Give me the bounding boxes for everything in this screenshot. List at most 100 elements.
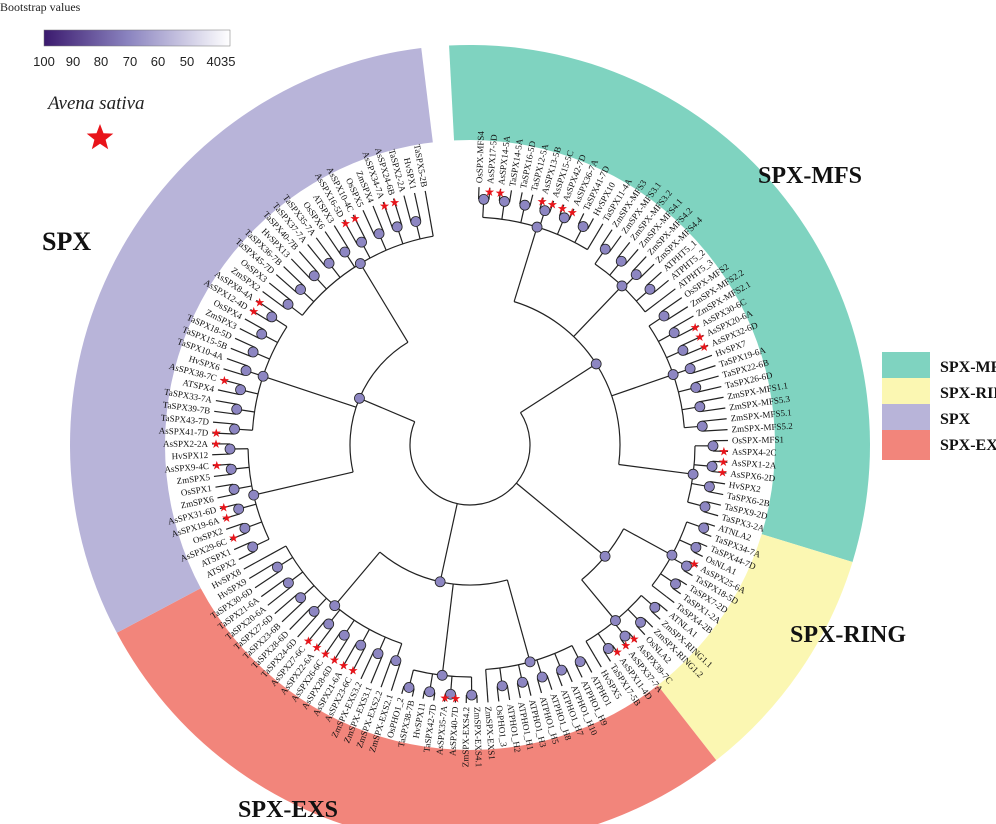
bootstrap-node: [373, 228, 385, 240]
avena-star-icon: ★: [689, 557, 700, 571]
avena-star-icon: ★: [699, 340, 710, 354]
bootstrap-node: [372, 648, 384, 660]
leaf-label: HvSPX12: [172, 450, 209, 461]
bootstrap-node: [690, 382, 702, 393]
bootstrap-node: [524, 656, 536, 668]
bootstrap-node: [616, 280, 628, 292]
bootstrap-node: [703, 481, 715, 493]
bootstrap-node: [602, 643, 614, 654]
bootstrap-node: [694, 401, 706, 413]
bootstrap-node: [698, 522, 710, 534]
bootstrap-node: [478, 193, 490, 205]
avena-star-icon: ★: [254, 296, 265, 310]
bootstrap-node: [224, 443, 236, 455]
bootstrap-tick: 60: [151, 54, 165, 69]
legend-label-spx: SPX: [940, 411, 971, 428]
bootstrap-node: [699, 501, 711, 513]
bootstrap-node: [257, 370, 269, 382]
bootstrap-node: [225, 463, 237, 475]
avena-star-icon: ★: [338, 658, 349, 672]
bootstrap-node: [308, 606, 320, 617]
bootstrap-node: [339, 246, 351, 258]
avena-star-icon: ★: [440, 691, 451, 705]
avena-star-icon: ★: [690, 320, 701, 334]
clade-label-spx-ring: SPX-RING: [790, 622, 906, 648]
avena-star-icon: ★: [221, 511, 232, 525]
clade-legend: SPX-MFS SPX-RING SPX SPX-EXS: [882, 352, 996, 460]
bootstrap-node: [649, 601, 661, 613]
avena-star-icon: ★: [629, 632, 640, 646]
bootstrap-node: [436, 669, 448, 681]
bootstrap-node: [356, 236, 367, 248]
bootstrap-node: [308, 270, 320, 282]
bootstrap-node: [229, 423, 240, 435]
bootstrap-node: [240, 365, 252, 377]
bootstrap-node: [696, 420, 708, 432]
leaf-label: ZmSPX-EXS4.2: [460, 707, 471, 767]
bootstrap-node: [445, 688, 456, 700]
bootstrap-node: [577, 221, 589, 232]
bootstrap-node: [590, 358, 602, 370]
bootstrap-node: [531, 221, 543, 233]
bootstrap-nodes: [224, 193, 719, 701]
bootstrap-node: [635, 616, 646, 628]
avena-star-icon: ★: [211, 458, 222, 472]
bootstrap-node: [670, 578, 681, 590]
bootstrap-tick: 70: [123, 54, 137, 69]
leaf-label: ZmSPX5: [176, 472, 211, 486]
bootstrap-node: [295, 284, 306, 295]
bootstrap-node: [666, 549, 678, 561]
bootstrap-node: [684, 363, 696, 375]
avena-star-icon: ★: [219, 373, 230, 387]
avena-star-icon: ★: [620, 639, 631, 653]
bootstrap-node: [403, 682, 415, 693]
bootstrap-node: [329, 600, 341, 612]
bootstrap-legend-title: Bootstrap values: [0, 0, 81, 14]
leaf-label: AsSPX35-7A: [434, 705, 449, 756]
avena-star-icon: ★: [211, 437, 222, 451]
leaf-label: OsPHO1_3: [494, 705, 509, 748]
avena-star-icon: ★: [718, 455, 729, 469]
bootstrap-node: [424, 686, 436, 698]
bootstrap-node: [247, 346, 259, 358]
avena-star-icon: ★: [320, 647, 331, 661]
avena-star-icon: ★: [350, 212, 361, 226]
bootstrap-node: [233, 503, 245, 515]
leaf-label: AsSPX9-4C: [164, 461, 209, 475]
bootstrap-node: [248, 489, 260, 501]
leaf-label: AsSPX6-2D: [730, 469, 776, 484]
bootstrap-node: [668, 327, 680, 339]
avena-star-icon: ★: [484, 185, 495, 199]
bootstrap-node: [517, 676, 528, 688]
bootstrap-node: [539, 205, 551, 217]
bootstrap-node: [574, 656, 586, 667]
bootstrap-tick: 50: [180, 54, 194, 69]
leaf-label: HvSPX2: [728, 480, 761, 495]
legend-label-spx-mfs: SPX-MFS: [940, 359, 996, 376]
avena-star-icon: ★: [495, 186, 506, 200]
avena-star-icon: ★: [717, 466, 728, 480]
bootstrap-tick: 4035: [207, 54, 236, 69]
bootstrap-colorbar: [43, 29, 231, 47]
leaf-label: OsSPX-MFS4: [474, 130, 486, 183]
bootstrap-node: [256, 328, 268, 340]
bootstrap-node: [599, 243, 611, 255]
bootstrap-tick: 100: [33, 54, 55, 69]
bootstrap-node: [283, 577, 294, 589]
bootstrap-node: [658, 310, 670, 322]
bootstrap-node: [390, 655, 402, 667]
avena-star-icon: ★: [719, 444, 730, 458]
bootstrap-node: [681, 560, 692, 572]
leaf-label: TaSPX43-7D: [160, 413, 210, 427]
leaf-label: ZmSPX-MFS5.2: [731, 421, 793, 435]
legend-swatch-spx: [882, 404, 930, 434]
species-star-icon: [86, 124, 114, 150]
bootstrap-node: [630, 269, 642, 281]
avena-star-icon: ★: [228, 531, 239, 545]
clade-label-spx: SPX: [42, 227, 91, 256]
bootstrap-node: [536, 671, 548, 683]
bootstrap-node: [231, 403, 243, 415]
bootstrap-node: [667, 369, 679, 380]
avena-star-icon: ★: [612, 645, 623, 659]
